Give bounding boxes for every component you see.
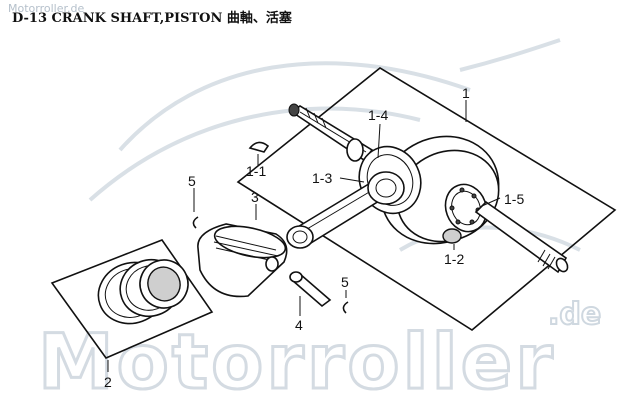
callout-4: 4 bbox=[295, 317, 303, 333]
callout-1-4: 1-4 bbox=[368, 107, 388, 123]
callout-2: 2 bbox=[104, 374, 112, 390]
callout-5-upper: 5 bbox=[188, 173, 196, 189]
watermark-big-text: Motorroller bbox=[38, 317, 556, 404]
crankshaft-left-shaft bbox=[288, 103, 374, 162]
watermark-logo-swoosh bbox=[88, 38, 581, 252]
watermark: Motorroller.de Motorroller .de bbox=[8, 2, 602, 404]
woodruff-key bbox=[248, 141, 270, 153]
circlip-upper bbox=[192, 216, 199, 229]
callout-1-1: 1-1 bbox=[246, 163, 266, 179]
callout-1: 1 bbox=[462, 85, 470, 101]
page-title: D-13 CRANK SHAFT,PISTON 曲軸、活塞 bbox=[12, 10, 293, 26]
callout-1-3: 1-3 bbox=[312, 170, 332, 186]
main-bearing bbox=[444, 183, 488, 233]
callout-1-2: 1-2 bbox=[444, 251, 464, 267]
watermark-de-text: .de bbox=[548, 297, 601, 332]
callout-5-lower: 5 bbox=[341, 274, 349, 290]
piston-ring-set bbox=[50, 239, 214, 359]
callout-1-5: 1-5 bbox=[504, 191, 524, 207]
circlip-lower bbox=[342, 301, 349, 314]
piston-pin bbox=[289, 271, 332, 308]
connecting-rod bbox=[286, 171, 405, 249]
leader-lines bbox=[107, 100, 501, 372]
crankshaft-assembly-frame bbox=[236, 67, 617, 331]
watermark-small-text: Motorroller.de bbox=[8, 2, 84, 15]
crank-pin bbox=[442, 228, 462, 244]
piston bbox=[197, 223, 288, 298]
callout-3: 3 bbox=[251, 189, 259, 205]
